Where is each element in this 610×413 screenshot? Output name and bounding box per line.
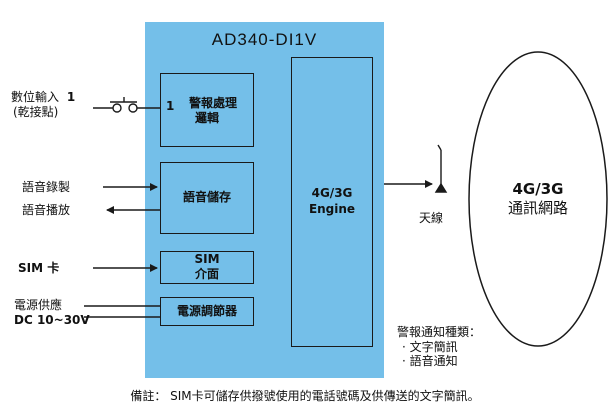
alarm-type-sms: · 文字簡訊 [402,340,458,354]
sim-interface-line2: 介面 [194,267,219,281]
alarm-logic-line1: 警報處理 [189,96,238,110]
network-ellipse [468,51,608,347]
power-voltage-label: DC 10~30V [14,313,90,327]
engine-line1: 4G/3G [311,186,353,200]
alarm-types-title: 警報通知種類： [397,325,482,339]
alarm-type-voice: · 語音通知 [402,354,458,368]
digital-input-number: 1 [66,90,76,104]
engine-line2: Engine [308,202,356,216]
voice-storage-block [160,162,254,234]
footnote: 備註： SIM卡可儲存供撥號使用的電話號碼及供傳送的文字簡訊。 [130,389,480,403]
sim-interface-block [160,251,254,284]
digital-input-text: 數位輸入 [11,90,60,104]
device-box [145,22,384,378]
power-supply-label: 電源供應 [14,298,63,312]
power-regulator-label: 電源調節器 [176,304,237,318]
dry-contact-label: (乾接點) [13,105,59,119]
power-regulator-block [160,297,254,326]
antenna-icon [434,144,448,193]
voice-storage-label: 語音儲存 [182,190,231,204]
engine-block [291,57,373,347]
network-label-line1: 4G/3G [512,180,564,198]
network-label-line2: 通訊網路 [507,199,568,217]
antenna-label: 天線 [419,211,444,225]
dry-contact-symbol [93,97,160,113]
device-title: AD340-DI1V [211,30,318,49]
sim-card-label: SIM 卡 [18,261,60,275]
alarm-logic-line2: 邏輯 [195,111,220,125]
voice-record-label: 語音錄製 [22,180,71,194]
digital-input-label: 數位輸入 1 [11,90,75,105]
alarm-logic-block [160,73,254,147]
sim-interface-line1: SIM [194,252,220,266]
voice-play-label: 語音播放 [22,203,71,217]
alarm-input-number: 1 [166,99,175,113]
